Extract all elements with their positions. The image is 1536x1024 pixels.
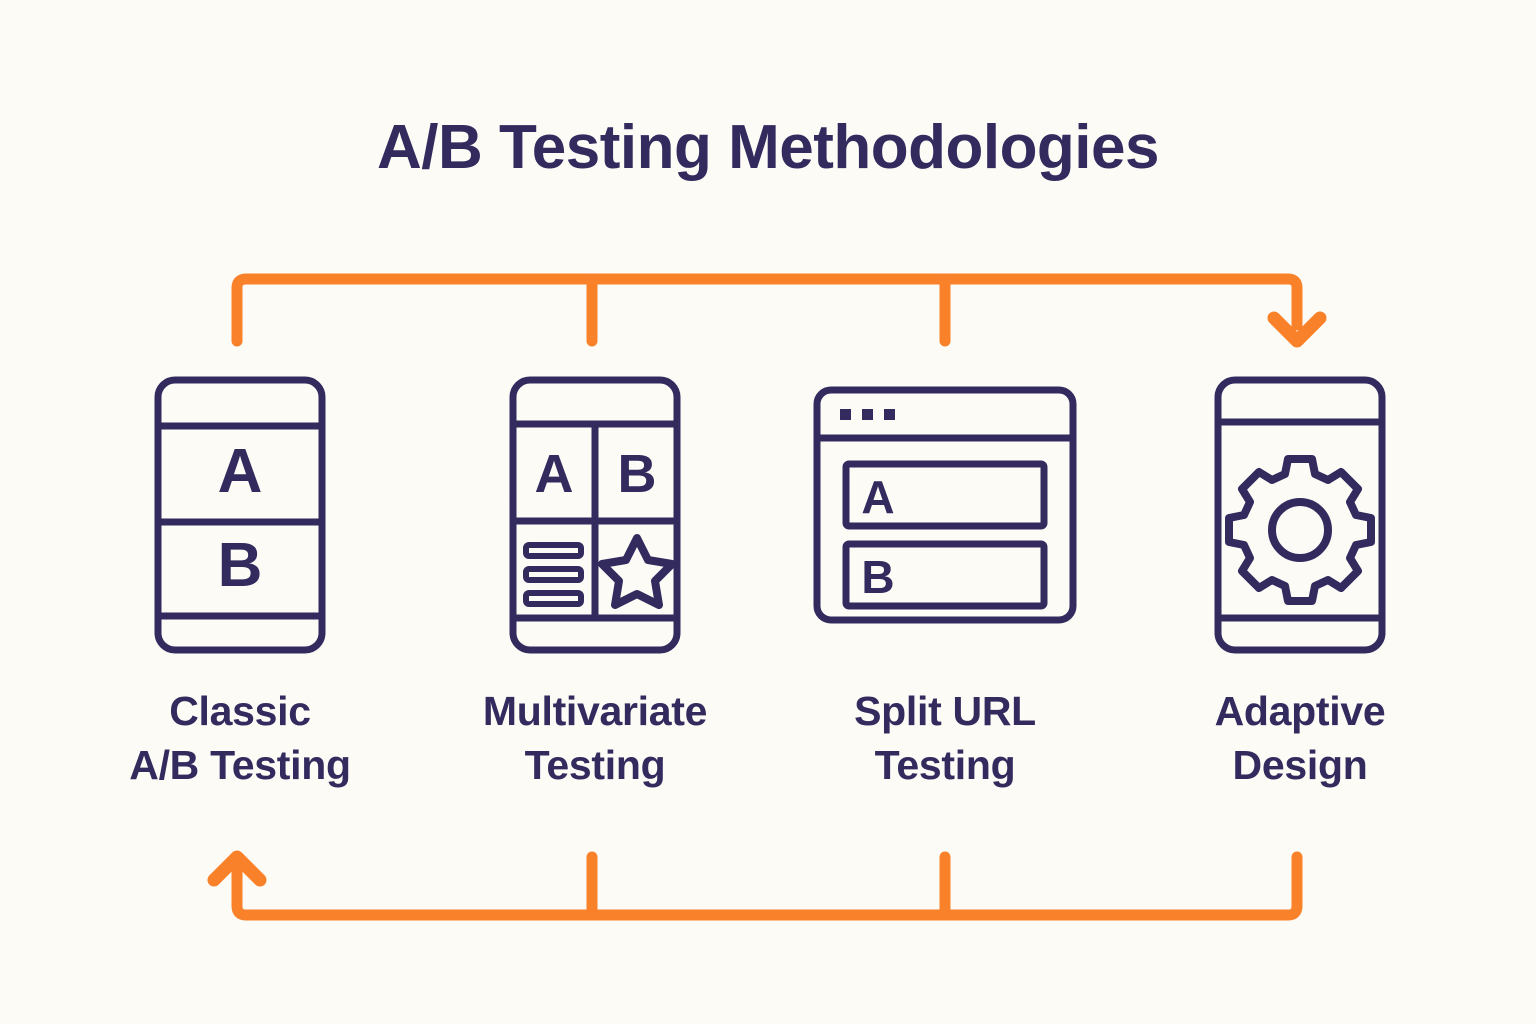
bottom-arrowhead-icon <box>207 850 267 887</box>
icon-letter-b: B <box>618 444 657 504</box>
node-label-adaptive-design: Adaptive Design <box>1214 688 1386 789</box>
top-flow-arrow <box>231 273 1303 347</box>
titlebar-dots-icon <box>840 409 895 420</box>
node-label-multivariate-testing: Multivariate Testing <box>482 688 708 789</box>
node-label-split-url-testing: Split URL Testing <box>854 688 1036 789</box>
browser-window-ab-icon: A B <box>813 386 1077 624</box>
icon-wrap: A B <box>500 370 690 662</box>
node-classic-ab-testing[interactable]: A B Classic A/B Testing <box>90 370 390 792</box>
bottom-flow-arrow <box>231 851 1303 921</box>
icon-letter-a: A <box>861 471 894 523</box>
icon-wrap: A B <box>800 370 1090 662</box>
gear-icon <box>1225 455 1375 605</box>
phone-quad-grid-icon: A B <box>509 376 681 654</box>
icon-letter-b: B <box>218 531 263 600</box>
page-title: A/B Testing Methodologies <box>377 113 1160 182</box>
node-adaptive-design[interactable]: Adaptive Design <box>1150 370 1450 792</box>
icon-letter-b: B <box>861 551 894 603</box>
top-arrowhead-icon <box>1267 311 1327 348</box>
phone-ab-split-icon: A B <box>154 376 326 654</box>
node-multivariate-testing[interactable]: A B Multivariate Testing <box>445 370 745 792</box>
node-label-classic-ab-testing: Classic A/B Testing <box>129 688 351 789</box>
icon-letter-a: A <box>218 437 263 506</box>
list-lines-icon <box>523 542 584 607</box>
icon-letter-a: A <box>535 444 574 504</box>
phone-gear-icon <box>1214 376 1386 654</box>
node-split-url-testing[interactable]: A B Split URL Testing <box>795 370 1095 792</box>
star-icon <box>598 534 676 609</box>
icon-wrap: A B <box>145 370 335 662</box>
icon-wrap <box>1205 370 1395 662</box>
